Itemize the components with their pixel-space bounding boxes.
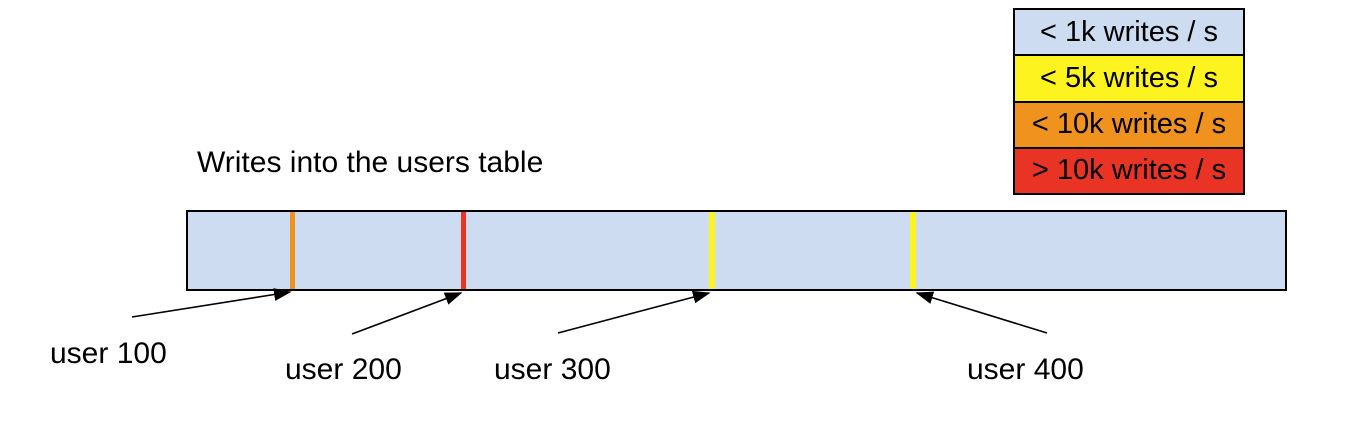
- legend-item-gt-10k-label: > 10k writes / s: [1031, 154, 1227, 187]
- arrow-user-200: [351, 292, 463, 335]
- arrow-user-300: [557, 290, 711, 334]
- arrow-user-100: [131, 288, 292, 318]
- legend-item-lt-10k-label: < 10k writes / s: [1031, 108, 1227, 141]
- users-table-bar: [186, 210, 1287, 291]
- label-user-300: user 300: [494, 353, 611, 386]
- legend-item-lt-5k-label: < 5k writes / s: [1039, 61, 1219, 94]
- write-hotspot-marker-user-400: [910, 212, 916, 289]
- write-hotspot-marker-user-100: [290, 212, 295, 289]
- diagram-title: Writes into the users table: [197, 146, 544, 179]
- legend-item-lt-5k: < 5k writes / s: [1015, 54, 1243, 101]
- legend-item-gt-10k: > 10k writes / s: [1015, 146, 1243, 193]
- arrow-user-400: [915, 291, 1048, 334]
- label-user-100: user 100: [50, 337, 167, 370]
- legend-item-lt-1k: < 1k writes / s: [1015, 10, 1243, 55]
- legend-item-lt-10k: < 10k writes / s: [1015, 100, 1243, 147]
- legend-item-lt-1k-label: < 1k writes / s: [1039, 15, 1219, 48]
- write-hotspot-marker-user-200: [461, 212, 466, 289]
- label-user-400: user 400: [967, 353, 1084, 386]
- label-user-200: user 200: [285, 353, 402, 386]
- write-hotspot-marker-user-300: [709, 212, 715, 289]
- legend: < 1k writes / s < 5k writes / s < 10k wr…: [1013, 8, 1245, 195]
